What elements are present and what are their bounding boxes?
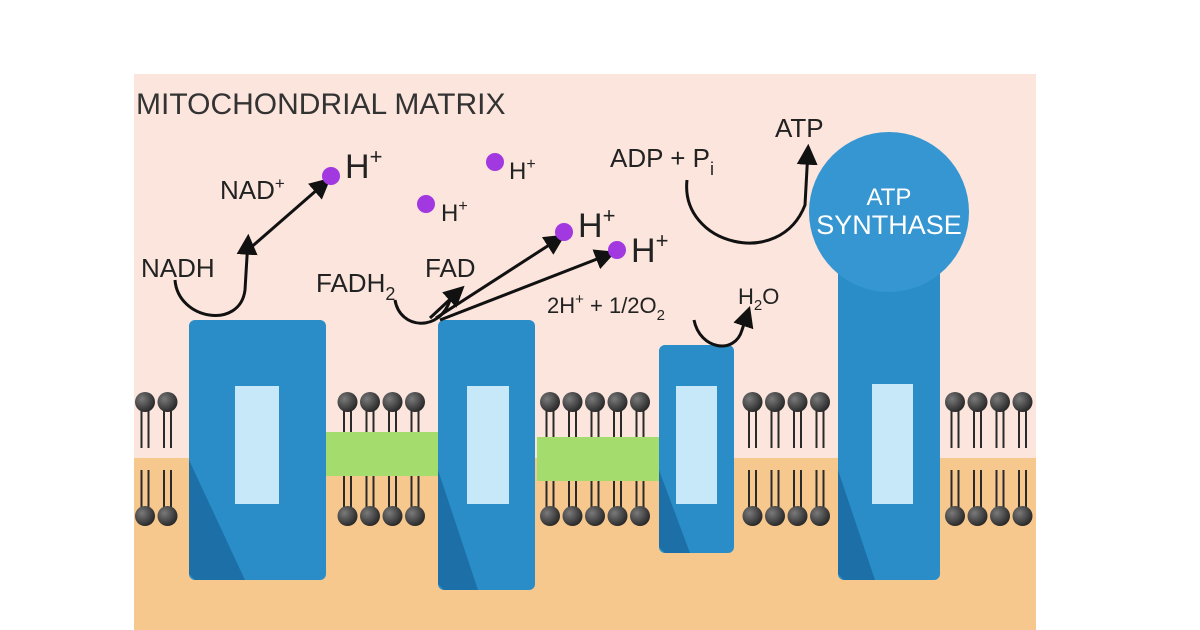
complex-ii xyxy=(438,320,535,590)
fad-to-proton-arrow-2 xyxy=(439,249,616,322)
complex-i-window xyxy=(235,386,279,504)
lipid-head xyxy=(562,392,583,412)
complex-i xyxy=(189,320,326,580)
nad-to-proton-arrow xyxy=(247,177,331,252)
lipid-head xyxy=(540,506,560,526)
lipid-head xyxy=(607,392,628,412)
fad-to-proton-arrow-1 xyxy=(435,234,566,320)
atp-label: ATP xyxy=(775,113,824,143)
fadh2-label: FADH2 xyxy=(316,268,395,304)
water-label: H2O xyxy=(738,284,779,314)
lipid-head xyxy=(135,392,155,412)
lipid-head xyxy=(787,392,808,412)
complex-iv xyxy=(659,345,734,553)
proton-label: H+ xyxy=(441,198,468,227)
lipid-head xyxy=(967,506,988,526)
lipid-head xyxy=(1012,392,1033,412)
lipid-head xyxy=(742,506,763,526)
lipid-head xyxy=(337,392,358,412)
lipid-head xyxy=(945,392,965,412)
lipid-head xyxy=(630,506,650,526)
adp-label: ADP + Pi xyxy=(610,143,714,179)
lipid-head xyxy=(157,392,178,412)
proton-dot xyxy=(486,153,504,171)
atp-synthase-window xyxy=(872,384,913,504)
lipid-head xyxy=(945,506,965,526)
lipid-head xyxy=(360,506,380,526)
atp-synthesis-arrow xyxy=(685,143,818,245)
lipid-head xyxy=(765,392,785,412)
fad-label: FAD xyxy=(425,253,476,283)
lipid-head xyxy=(990,506,1010,526)
lipid-head xyxy=(630,392,650,412)
lipid-head xyxy=(382,506,403,526)
lipid-head xyxy=(382,392,403,412)
fadh2-arrow xyxy=(393,299,452,325)
lipid-head xyxy=(360,392,380,412)
lipid-head xyxy=(607,506,628,526)
lipid-head xyxy=(1012,506,1033,526)
matrix-label: MITOCHONDRIAL MATRIX xyxy=(136,88,505,121)
lipid-head xyxy=(585,392,605,412)
lipid-head xyxy=(810,506,830,526)
proton-label: H+ xyxy=(631,228,668,270)
water-formation-arrow xyxy=(692,306,754,348)
lipid-head xyxy=(135,506,155,526)
nadh-arrow xyxy=(173,233,258,317)
proton-label: H+ xyxy=(345,144,382,186)
atp-synthase-head xyxy=(809,132,969,292)
proton-label: H+ xyxy=(578,203,615,245)
proton-label: H+ xyxy=(509,156,536,185)
lipid-head xyxy=(337,506,358,526)
proton-dot xyxy=(555,223,573,241)
lipid-head xyxy=(787,506,808,526)
nadh-label: NADH xyxy=(141,253,215,283)
water-reaction-label: 2H+ + 1/2O2 xyxy=(547,291,665,324)
lipid-head xyxy=(157,506,178,526)
complex-iv-window xyxy=(676,386,717,504)
lipid-head xyxy=(405,392,425,412)
lipid-head xyxy=(810,392,830,412)
lipid-head xyxy=(585,506,605,526)
lipid-head xyxy=(765,506,785,526)
atp-synthase-label-line2: SYNTHASE xyxy=(816,210,962,240)
lipid-head xyxy=(990,392,1010,412)
carrier-cytochrome-c xyxy=(537,437,659,481)
nad-label: NAD+ xyxy=(220,174,285,205)
lipid-head xyxy=(967,392,988,412)
lipid-bilayer xyxy=(135,392,1033,526)
carrier-q xyxy=(322,432,442,476)
proton-dot xyxy=(417,195,435,213)
lipid-head xyxy=(562,506,583,526)
lipid-head xyxy=(742,392,763,412)
proton-dot xyxy=(608,241,626,259)
lipid-head xyxy=(405,506,425,526)
proton-dot xyxy=(322,167,340,185)
atp-synthase-label-line1: ATP xyxy=(867,184,912,211)
lipid-head xyxy=(540,392,560,412)
fad-arrow xyxy=(428,285,465,320)
atp-synthase: ATP SYNTHASE xyxy=(809,132,969,580)
complex-ii-window xyxy=(467,386,509,504)
